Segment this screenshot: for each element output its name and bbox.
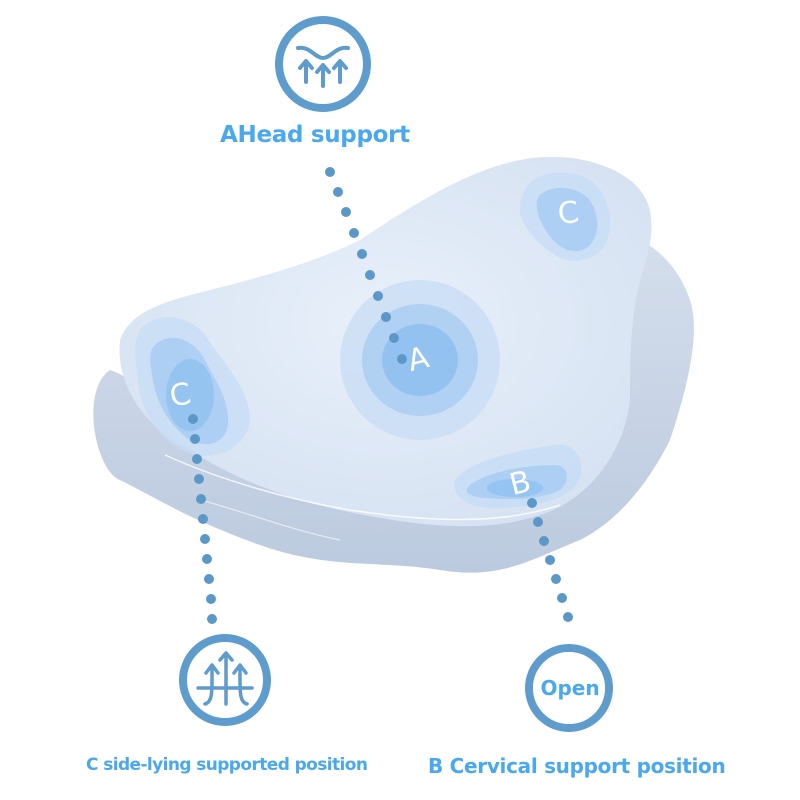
zone-c-right [519,172,610,261]
cervical-support-label: B Cervical support position [428,754,726,778]
head-support-label: AHead support [220,122,410,148]
dotted-line-c [188,414,217,624]
head-support-wave-arrows-icon [275,16,371,112]
side-support-arrows-icon [179,634,271,726]
zone-b-cervical [454,444,582,509]
open-circle-icon [525,644,613,732]
side-lying-label: C side-lying supported position [86,755,368,775]
zone-c-left [135,317,250,456]
dotted-line-a [325,167,407,364]
dotted-line-b [527,498,573,622]
open-badge-label: Open [540,676,600,700]
zone-a-head-support [340,280,500,440]
